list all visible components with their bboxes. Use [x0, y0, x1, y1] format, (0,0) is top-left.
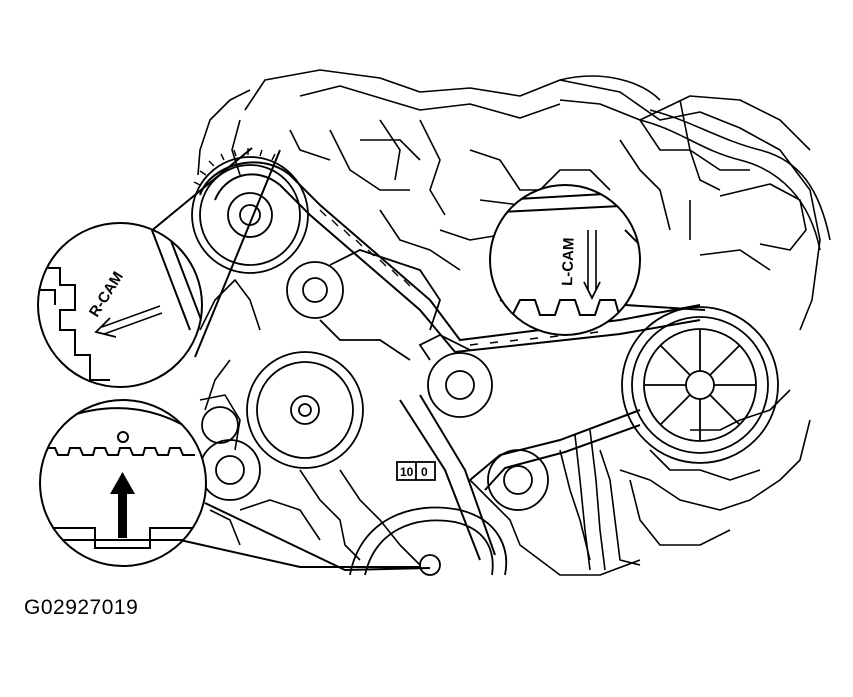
right-cam-pulley: [191, 148, 309, 274]
crankshaft-pulley: [349, 461, 507, 576]
engine-outline: [197, 69, 831, 576]
small-pulley-left: [199, 406, 261, 501]
crank-scale-right: 0: [421, 465, 428, 479]
crank-scale-left: 10: [400, 465, 414, 479]
left-cam-pulley: [621, 306, 779, 464]
figure-id-label: G02927019: [24, 596, 139, 619]
water-pump-pulley: [246, 351, 364, 469]
idler-pulley-lower: [487, 449, 549, 511]
idler-pulley-upper: [286, 249, 441, 361]
l-cam-label: L-CAM: [559, 237, 578, 286]
tensioner-pulley: [418, 333, 493, 418]
l-cam-callout: L-CAM: [489, 184, 641, 336]
r-cam-callout: R-CAM: [37, 222, 203, 388]
crank-arrow-icon: [110, 472, 135, 538]
timing-belt: [199, 161, 701, 561]
